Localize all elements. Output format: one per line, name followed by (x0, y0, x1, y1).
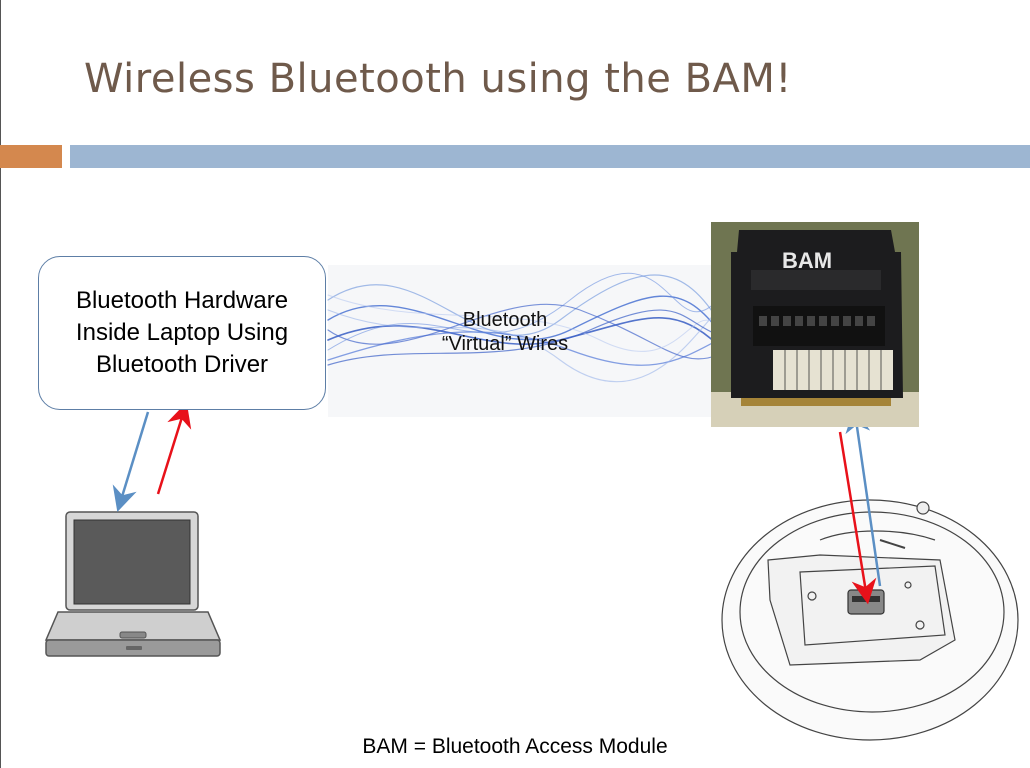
bluetooth-wave-icon (327, 272, 719, 383)
laptop-bluetooth-box-label: Bluetooth Hardware Inside Laptop Using B… (75, 287, 289, 378)
bluetooth-wave-label: Bluetooth “Virtual” Wires (441, 309, 569, 355)
accent-bar-blue (70, 145, 1030, 168)
slide-caption: BAM = Bluetooth Access Module (362, 735, 668, 758)
red-arrow-icon (156, 402, 192, 495)
slide-title: Wireless Bluetooth using the BAM! (84, 56, 792, 102)
bam-module-icon (711, 222, 919, 427)
blue-arrow-icon (845, 407, 882, 587)
laptop-bluetooth-box: Bluetooth Hardware Inside Laptop Using B… (38, 256, 326, 410)
slide-border (0, 0, 1, 768)
blue-arrow-icon (112, 411, 150, 512)
laptop-icon (44, 511, 222, 657)
roomba-robot-icon (721, 499, 1019, 741)
bluetooth-wave-panel (328, 265, 718, 417)
accent-bar-orange (0, 145, 62, 168)
bam-label: BAM (782, 248, 833, 273)
red-arrow-icon (838, 431, 877, 605)
